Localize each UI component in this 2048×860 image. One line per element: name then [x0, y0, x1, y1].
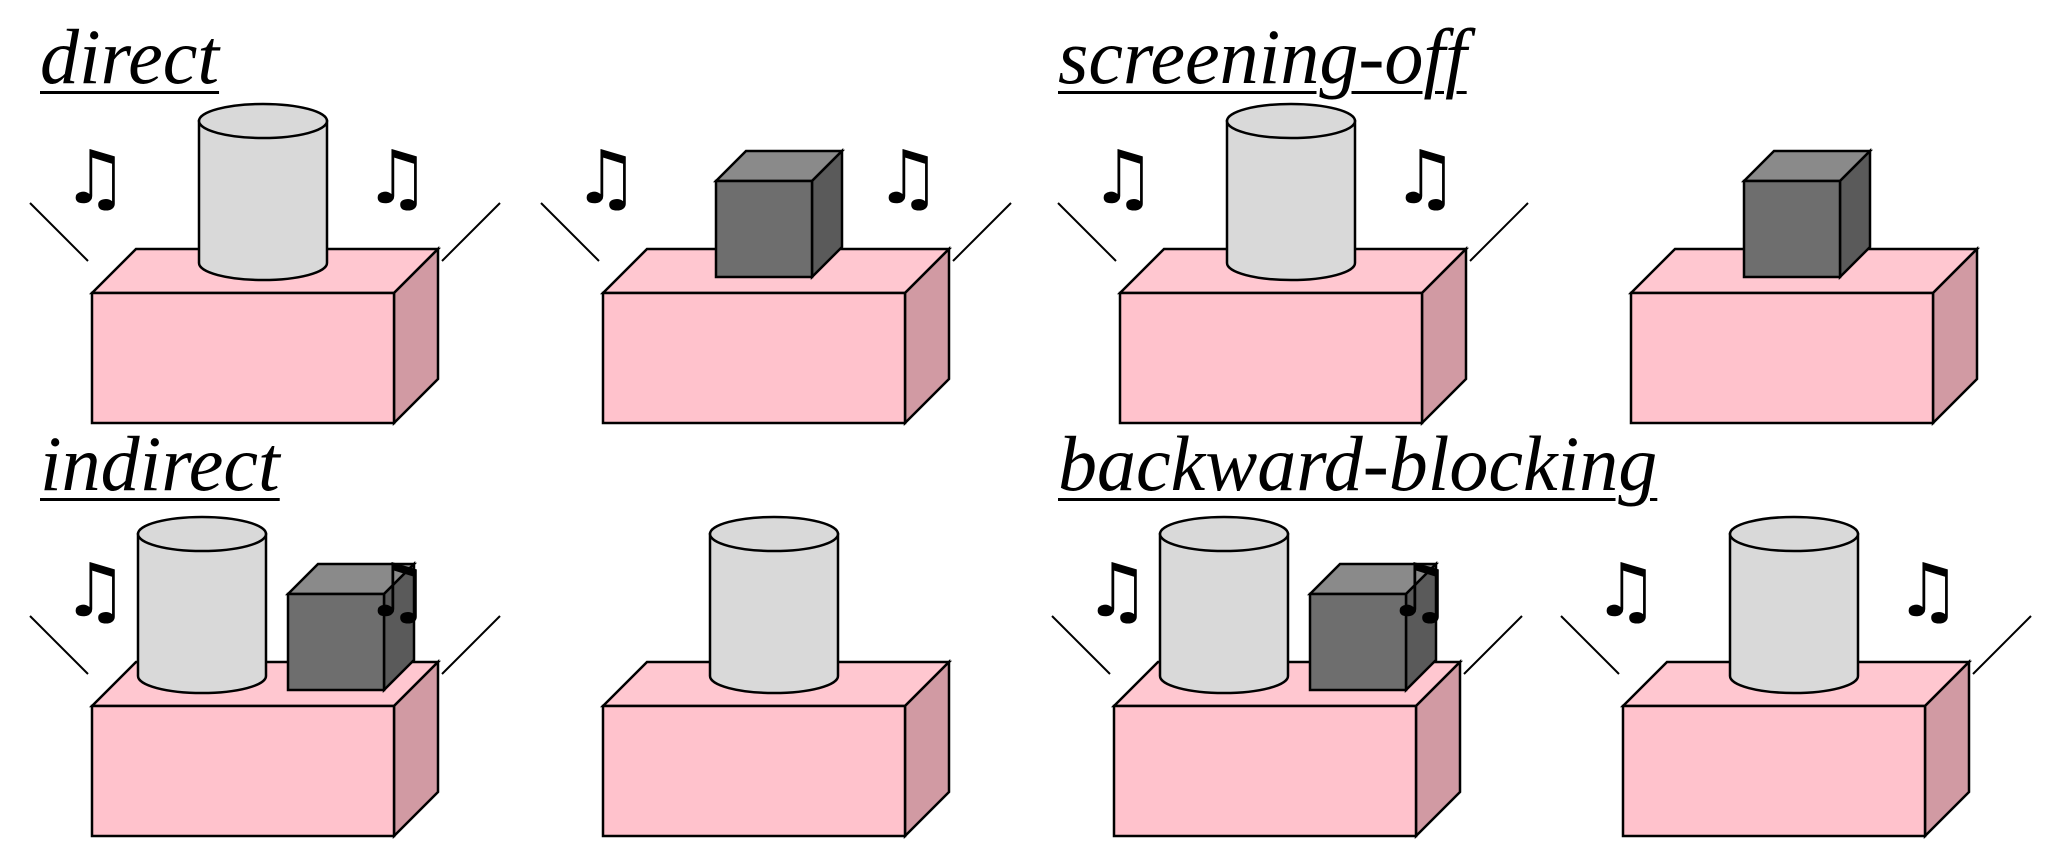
trial-panel-1-1	[1627, 147, 1981, 427]
activation-ray-icon	[540, 202, 600, 262]
activation-ray-icon	[29, 615, 89, 675]
trial-panel-3-0: ♫♫	[1051, 515, 1523, 840]
activation-ray-icon	[1057, 202, 1117, 262]
music-note-icon: ♫	[364, 548, 430, 634]
music-note-icon: ♫	[875, 135, 941, 221]
music-note-icon: ♫	[1090, 135, 1156, 221]
detector-front	[1118, 291, 1424, 425]
music-note-icon: ♫	[1593, 548, 1659, 634]
detector-front	[601, 704, 907, 838]
detector-front	[601, 291, 907, 425]
activation-ray-icon	[29, 202, 89, 262]
cube-object	[712, 147, 846, 281]
cylinder-object	[136, 515, 268, 695]
activation-ray-icon	[441, 615, 501, 675]
detector-front	[1621, 704, 1927, 838]
cylinder-object	[197, 102, 329, 282]
music-note-icon: ♫	[364, 135, 430, 221]
trial-panel-2-0: ♫♫	[29, 515, 501, 840]
trial-panel-1-0: ♫♫	[1057, 102, 1529, 427]
condition-title-indirect: indirect	[40, 420, 280, 507]
condition-title-backward-blocking: backward-blocking	[1058, 420, 1658, 507]
activation-ray-icon	[441, 202, 501, 262]
trial-panel-0-1: ♫♫	[540, 135, 1012, 427]
music-note-icon: ♫	[62, 548, 128, 634]
activation-ray-icon	[1560, 615, 1620, 675]
condition-title-direct: direct	[40, 13, 220, 100]
cylinder-object	[1728, 515, 1860, 695]
cube-object	[284, 560, 418, 694]
cylinder-object	[1158, 515, 1290, 695]
cube-object	[1740, 147, 1874, 281]
condition-title-screening-off: screening-off	[1058, 13, 1467, 100]
trial-panel-0-0: ♫♫	[29, 102, 501, 427]
activation-ray-icon	[1051, 615, 1111, 675]
activation-ray-icon	[1469, 202, 1529, 262]
activation-ray-icon	[952, 202, 1012, 262]
activation-ray-icon	[1972, 615, 2032, 675]
cylinder-object	[708, 515, 840, 695]
activation-ray-icon	[1463, 615, 1523, 675]
music-note-icon: ♫	[1392, 135, 1458, 221]
detector-front	[1112, 704, 1418, 838]
music-note-icon: ♫	[1386, 548, 1452, 634]
detector-front	[90, 291, 396, 425]
music-note-icon: ♫	[1895, 548, 1961, 634]
detector-front	[90, 704, 396, 838]
music-note-icon: ♫	[62, 135, 128, 221]
trial-panel-3-1: ♫♫	[1560, 515, 2032, 840]
music-note-icon: ♫	[1084, 548, 1150, 634]
cylinder-object	[1225, 102, 1357, 282]
trial-panel-2-1	[599, 515, 953, 840]
cube-object	[1306, 560, 1440, 694]
detector-front	[1629, 291, 1935, 425]
music-note-icon: ♫	[573, 135, 639, 221]
